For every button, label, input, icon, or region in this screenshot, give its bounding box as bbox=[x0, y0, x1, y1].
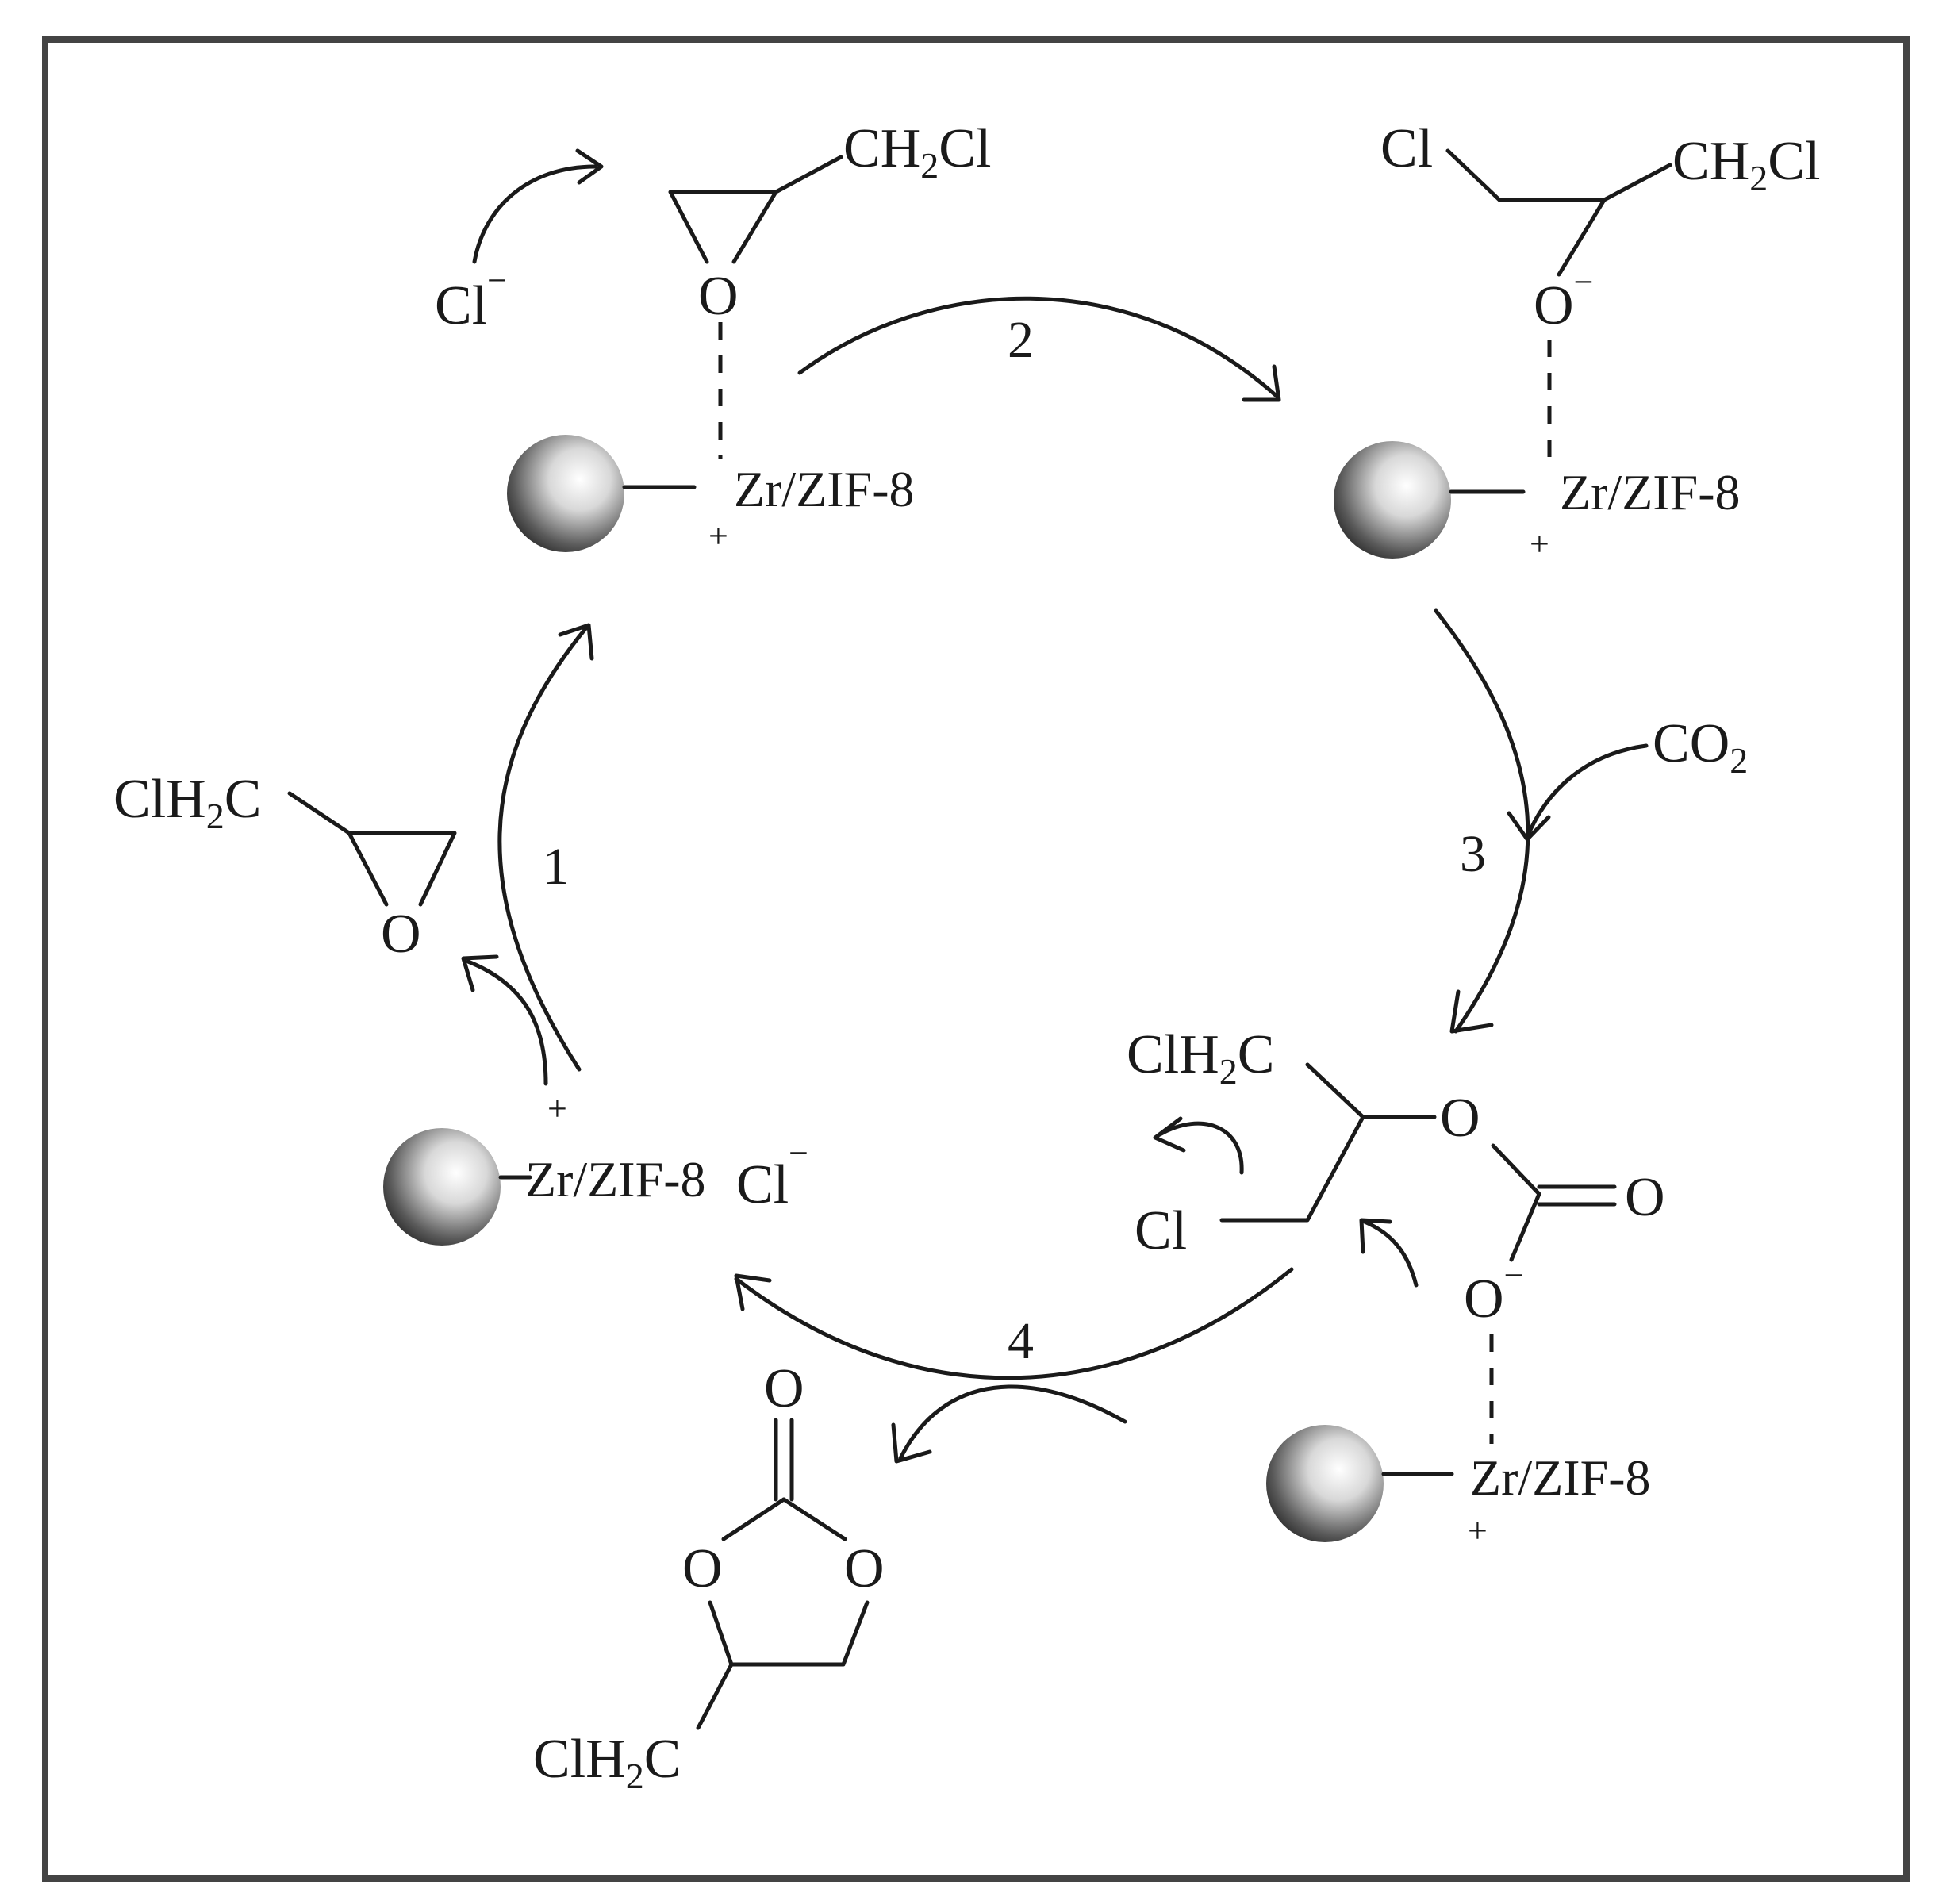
chloromethyl-bond bbox=[696, 1662, 734, 1730]
step-3-arrow bbox=[1434, 608, 1530, 1034]
support-label: Zr/ZIF-8 bbox=[734, 461, 915, 517]
chloromethyl-group: ClH2C bbox=[113, 769, 261, 836]
ring-closure-arrowhead bbox=[1359, 1218, 1392, 1254]
catalyst-sphere bbox=[1266, 1425, 1384, 1542]
ring-oxygen-left: O bbox=[682, 1538, 723, 1599]
co2-insertion-arrow bbox=[1525, 743, 1649, 839]
step-2-arrowhead bbox=[1242, 364, 1281, 402]
step-3: 3 CO2 bbox=[1434, 608, 1748, 1034]
plus-charge: + bbox=[547, 1089, 567, 1128]
carbonyl-oxygen: O bbox=[764, 1358, 804, 1419]
step-1: 1 bbox=[461, 623, 594, 1086]
catalyst-sphere bbox=[507, 435, 624, 552]
plus-charge: + bbox=[1530, 524, 1549, 563]
chloromethyl-bond bbox=[1602, 163, 1672, 202]
carbonate-backbone bbox=[1491, 1143, 1541, 1262]
step-1-number: 1 bbox=[543, 838, 569, 896]
chloromethyl-bond bbox=[287, 791, 351, 835]
free-chloride: Cl− bbox=[736, 1134, 808, 1215]
step-4: 4 bbox=[734, 1267, 1294, 1464]
support-label: Zr/ZIF-8 bbox=[525, 1151, 706, 1207]
step-4-arrow bbox=[734, 1267, 1294, 1380]
step-1-arrow bbox=[497, 624, 589, 1072]
chloride-anion: Cl− bbox=[435, 261, 507, 336]
alkoxide-chain bbox=[1445, 148, 1607, 277]
chloromethyl-group: CH2Cl bbox=[843, 118, 991, 186]
product-release-arrow bbox=[898, 1384, 1127, 1461]
ring-right bbox=[781, 1497, 847, 1541]
chloride-release-arrow bbox=[1158, 1121, 1244, 1175]
chloromethyl-bond bbox=[774, 155, 843, 194]
step-1-arrowhead bbox=[558, 623, 594, 661]
alkoxide-oxygen: O− bbox=[1534, 263, 1593, 336]
plus-charge: + bbox=[1468, 1511, 1488, 1550]
epoxide-release-arrow bbox=[466, 959, 548, 1086]
carbonyl-oxygen: O bbox=[1625, 1167, 1665, 1228]
carbonate-anion-oxygen: O− bbox=[1464, 1256, 1523, 1330]
free-epichlorohydrin: ClH2C O bbox=[113, 769, 457, 965]
epoxide-release-arrowhead bbox=[461, 954, 499, 992]
step-2-number: 2 bbox=[1008, 311, 1034, 369]
co2-insertion-arrowhead bbox=[1507, 811, 1551, 842]
bound-epoxide-complex: Zr/ZIF-8 + O CH2Cl Cl− bbox=[435, 118, 991, 555]
epoxide-ring bbox=[668, 190, 778, 264]
plus-charge: + bbox=[708, 516, 728, 555]
step-2-arrow bbox=[797, 296, 1280, 399]
chain-backbone bbox=[1219, 1062, 1365, 1223]
chloromethyl-group: ClH2C bbox=[1127, 1024, 1274, 1092]
catalyst-sphere bbox=[1334, 441, 1451, 559]
chloromethyl-group: ClH2C bbox=[533, 1729, 681, 1796]
step-4-arrowhead bbox=[734, 1273, 772, 1311]
step-4-number: 4 bbox=[1008, 1312, 1034, 1370]
epoxide-oxygen: O bbox=[381, 904, 421, 965]
leaving-chlorine: Cl bbox=[1135, 1200, 1187, 1261]
cyclic-carbonate-product: O O O ClH2C bbox=[533, 1358, 885, 1796]
epoxide-ring-left bbox=[347, 831, 389, 907]
chloride-attack-arrowhead bbox=[575, 148, 604, 185]
ring-bottom bbox=[708, 1600, 870, 1667]
alkoxide-complex: Zr/ZIF-8 + O− Cl CH2Cl bbox=[1334, 118, 1820, 563]
step-3-number: 3 bbox=[1460, 825, 1486, 883]
step-3-arrowhead bbox=[1449, 989, 1494, 1034]
ester-oxygen: O bbox=[1440, 1088, 1480, 1149]
epoxide-ring bbox=[347, 831, 457, 907]
catalyst-sphere bbox=[383, 1128, 501, 1246]
ring-oxygen-right: O bbox=[844, 1538, 885, 1599]
co2-reagent: CO2 bbox=[1653, 713, 1748, 781]
ring-closure-arrow bbox=[1362, 1219, 1419, 1288]
step-2: 2 bbox=[797, 296, 1281, 402]
catalyst-chloride-complex: Zr/ZIF-8 + Cl− bbox=[383, 1089, 808, 1246]
support-label: Zr/ZIF-8 bbox=[1560, 464, 1741, 520]
chloride-release-arrowhead bbox=[1153, 1116, 1186, 1153]
alkoxide-chlorine: Cl bbox=[1380, 118, 1433, 179]
carbonate-complex: ClH2C O O O− Cl Zr/ZIF-8 + bbox=[1127, 1024, 1665, 1550]
epoxide-oxygen: O bbox=[698, 266, 739, 327]
support-label: Zr/ZIF-8 bbox=[1470, 1449, 1651, 1506]
chloromethyl-group: CH2Cl bbox=[1672, 131, 1820, 198]
product-release-arrowhead bbox=[891, 1422, 932, 1464]
ring-left bbox=[721, 1497, 786, 1541]
chloride-attack-arrow bbox=[472, 164, 597, 264]
figure-frame bbox=[42, 36, 1910, 1882]
